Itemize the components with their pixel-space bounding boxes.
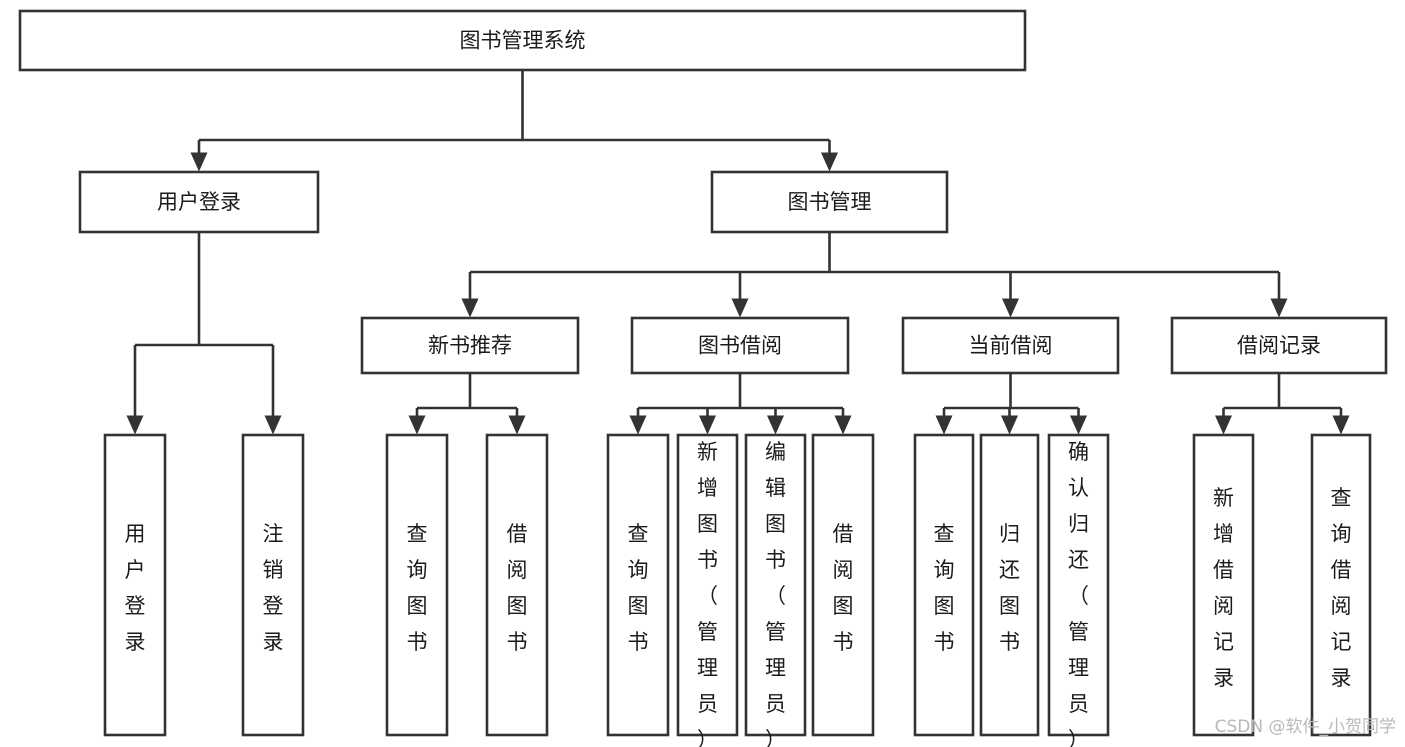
node-label: 查询图书 [628, 522, 649, 654]
node-label: 借阅记录 [1237, 334, 1321, 358]
node-e59bbee4b9a6e7aea1e79086e7b3[interactable]: 图书管理系统 [18, 9, 1027, 72]
node-box[interactable] [979, 433, 1040, 737]
node-box[interactable] [1047, 433, 1110, 737]
arrow-head-icon [731, 298, 749, 318]
node-label: 新增图书（管理员） [697, 440, 718, 747]
node-box[interactable] [241, 433, 305, 737]
arrow-head-icon [264, 415, 282, 435]
arrow-head-icon [834, 415, 852, 435]
node-e6b3a8e99480e799bbe5bd95[interactable]: 注销登录 [241, 433, 305, 737]
node-e5809fe99885e8aeb0e5bd95[interactable]: 借阅记录 [1170, 316, 1388, 375]
node-label: 用户登录 [125, 522, 146, 654]
arrow-head-icon [1270, 298, 1288, 318]
node-e69fa5e8afa2e59bbee4b9a6[interactable]: 查询图书 [913, 433, 975, 737]
arrow-head-icon [508, 415, 526, 435]
node-label: 查询借阅记录 [1331, 486, 1352, 690]
node-e5809fe99885e59bbee4b9a6[interactable]: 借阅图书 [811, 433, 875, 737]
node-box[interactable] [103, 433, 167, 737]
node-label: 查询图书 [407, 522, 428, 654]
arrow-head-icon [1070, 415, 1087, 435]
node-label: 当前借阅 [969, 334, 1053, 358]
node-e794a8e688b7e799bbe5bd95[interactable]: 用户登录 [103, 433, 167, 737]
node-e5bd93e5898de5809fe99885[interactable]: 当前借阅 [901, 316, 1120, 375]
node-box[interactable] [606, 433, 670, 737]
node-label: 图书管理系统 [460, 29, 586, 53]
node-box[interactable] [18, 9, 1027, 72]
node-label: 新增借阅记录 [1213, 486, 1234, 690]
arrow-head-icon [1001, 415, 1018, 435]
arrow-head-icon [629, 415, 647, 435]
node-label: 归还图书 [999, 522, 1020, 654]
node-box[interactable] [630, 316, 850, 375]
node-label: 编辑图书（管理员） [765, 440, 786, 747]
node-e696b0e5a29ee5809fe99885e8ae[interactable]: 新增借阅记录 [1192, 433, 1255, 737]
node-e696b0e4b9a6e68ea8e88d90[interactable]: 新书推荐 [360, 316, 580, 375]
node-box[interactable] [676, 433, 739, 737]
arrow-head-icon [1002, 298, 1019, 318]
node-box[interactable] [360, 316, 580, 375]
arrow-head-icon [1215, 415, 1232, 435]
arrow-head-icon [821, 152, 838, 172]
arrow-head-icon [1332, 415, 1350, 435]
node-e794a8e688b7e799bbe5bd95[interactable]: 用户登录 [78, 170, 320, 234]
node-box[interactable] [913, 433, 975, 737]
node-e7a1aee8aea4e5bd92e8bf98efbc[interactable]: 确认归还（管理员） [1047, 433, 1110, 747]
node-label: 借阅图书 [833, 522, 854, 654]
csdn-watermark: CSDN @软件_小贺同学 [1215, 717, 1396, 737]
node-box[interactable] [485, 433, 549, 737]
node-e7bc96e8be91e59bbee4b9a6efbc[interactable]: 编辑图书（管理员） [744, 433, 807, 747]
node-label: 查询图书 [934, 522, 955, 654]
node-layer: 图书管理系统用户登录用户登录注销登录图书管理新书推荐查询图书借阅图书图书借阅查询… [18, 9, 1388, 747]
arrow-head-icon [408, 415, 426, 435]
node-e696b0e5a29ee59bbee4b9a6efbc[interactable]: 新增图书（管理员） [676, 433, 739, 747]
node-e69fa5e8afa2e59bbee4b9a6[interactable]: 查询图书 [606, 433, 670, 737]
node-label: 确认归还（管理员） [1068, 440, 1089, 747]
node-box[interactable] [744, 433, 807, 737]
arrow-head-icon [126, 415, 144, 435]
node-e59bbee4b9a6e5809fe99885[interactable]: 图书借阅 [630, 316, 850, 375]
node-e59bbee4b9a6e7aea1e79086[interactable]: 图书管理 [710, 170, 949, 234]
connector-layer [126, 70, 1350, 435]
node-label: 新书推荐 [428, 334, 512, 358]
node-label: 借阅图书 [507, 522, 528, 654]
node-box[interactable] [78, 170, 320, 234]
arrow-head-icon [190, 152, 208, 172]
arrow-head-icon [767, 415, 784, 435]
arrow-head-icon [699, 415, 716, 435]
node-e69fa5e8afa2e5809fe99885e8ae[interactable]: 查询借阅记录 [1310, 433, 1372, 737]
node-e69fa5e8afa2e59bbee4b9a6[interactable]: 查询图书 [385, 433, 449, 737]
arrow-head-icon [461, 298, 479, 318]
node-label: 图书管理 [788, 190, 872, 214]
node-box[interactable] [1170, 316, 1388, 375]
node-box[interactable] [385, 433, 449, 737]
node-label: 图书借阅 [698, 334, 782, 358]
arrow-head-icon [935, 415, 953, 435]
node-label: 用户登录 [157, 190, 241, 214]
node-box[interactable] [1310, 433, 1372, 737]
node-e5bd92e8bf98e59bbee4b9a6[interactable]: 归还图书 [979, 433, 1040, 737]
node-box[interactable] [710, 170, 949, 234]
node-label: 注销登录 [263, 522, 284, 654]
node-box[interactable] [811, 433, 875, 737]
node-box[interactable] [901, 316, 1120, 375]
node-e5809fe99885e59bbee4b9a6[interactable]: 借阅图书 [485, 433, 549, 737]
node-box[interactable] [1192, 433, 1255, 737]
